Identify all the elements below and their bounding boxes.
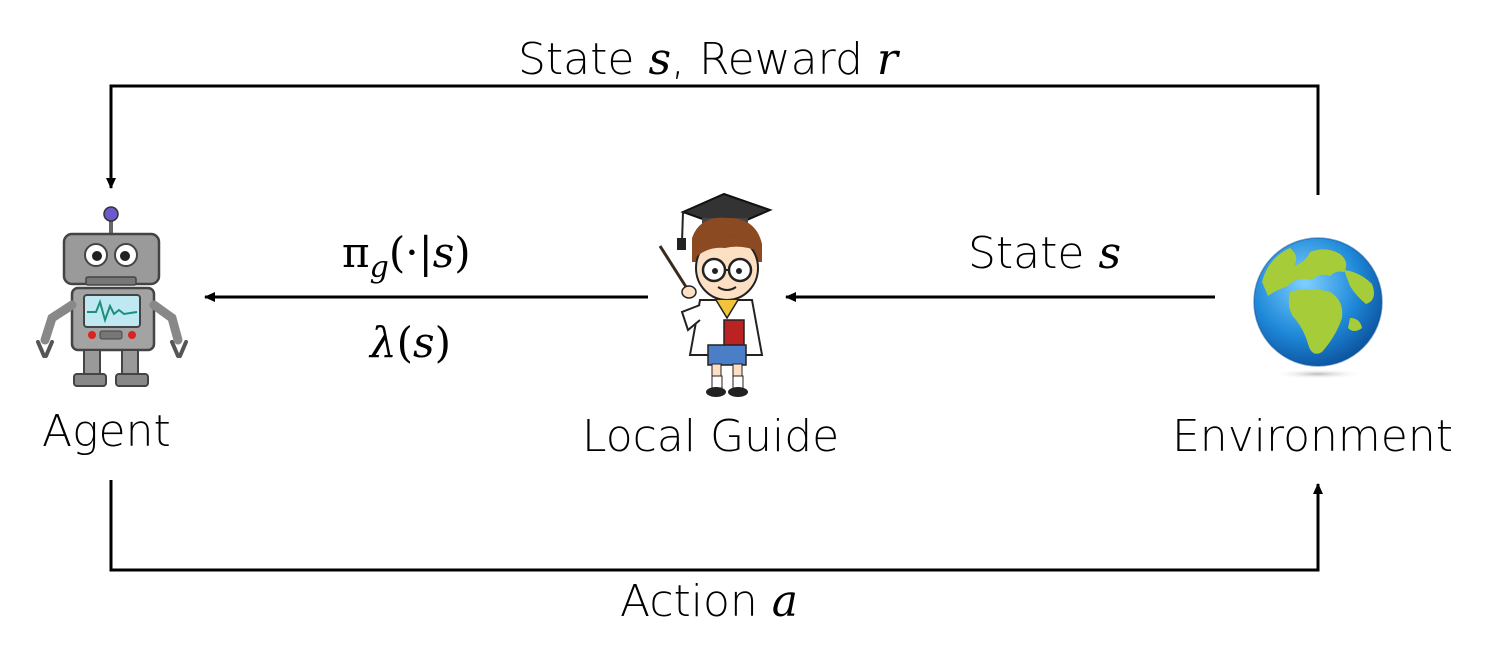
policy-var: s: [432, 228, 455, 277]
globe-icon: [1253, 237, 1383, 379]
policy-label: πg(·|s): [342, 232, 471, 283]
env-to-guide-var: s: [1098, 228, 1122, 279]
lambda-var: s: [413, 318, 435, 367]
action-var: a: [771, 576, 799, 627]
lambda-close: ): [434, 318, 451, 367]
feedback-label: State s, Reward r: [518, 38, 898, 82]
env-to-guide-text: State: [968, 228, 1099, 279]
feedback-var-r: r: [876, 34, 898, 85]
action-label: Action a: [620, 580, 798, 624]
lambda-label: λ(s): [370, 322, 451, 364]
action-arrow: [109, 480, 1323, 572]
feedback-arrow: [106, 84, 1320, 195]
lambda-sym: λ: [370, 318, 397, 367]
lambda-open: (: [396, 318, 414, 367]
scholar-icon: [658, 192, 773, 397]
guide-label: Local Guide: [582, 411, 840, 462]
policy-close: ): [454, 228, 471, 277]
policy-open: (·|: [388, 228, 433, 277]
feedback-text: State: [518, 34, 649, 85]
action-text: Action: [620, 576, 772, 627]
environment-label: Environment: [1172, 411, 1453, 462]
feedback-sep: , Reward: [671, 34, 877, 85]
agent-label: Agent: [42, 406, 171, 457]
env-to-guide-label: State s: [968, 232, 1121, 276]
feedback-var-s: s: [648, 34, 672, 85]
robot-icon: [36, 206, 188, 387]
policy-sub: g: [369, 250, 389, 285]
policy-pi: π: [342, 228, 370, 277]
